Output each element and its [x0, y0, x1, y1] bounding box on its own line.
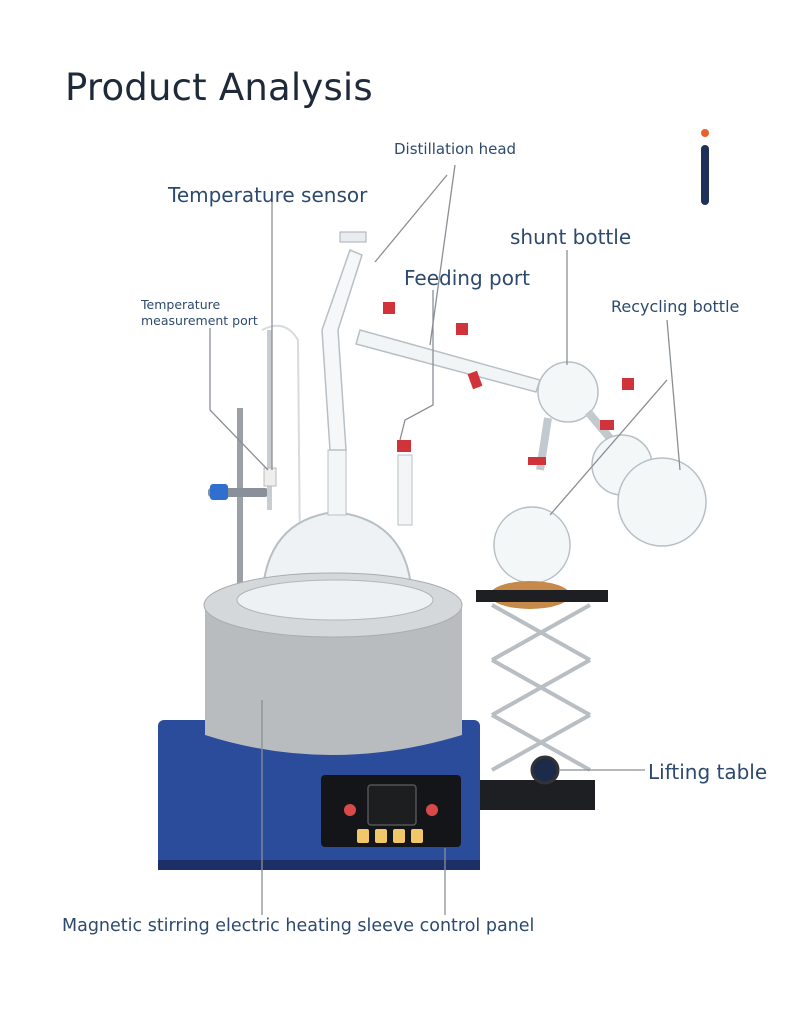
label-distillation-head: Distillation head — [394, 140, 517, 158]
lifting-table — [476, 590, 608, 810]
label-shunt-bottle: shunt bottle — [510, 225, 632, 249]
label-feeding-port: Feeding port — [404, 266, 530, 290]
support-stand — [208, 408, 268, 588]
condenser — [355, 329, 541, 393]
control-panel — [321, 775, 461, 847]
temperature-sensor-probe — [267, 330, 272, 510]
display-screen — [367, 784, 417, 826]
distillation-head — [321, 249, 363, 451]
receiving-flask — [493, 506, 571, 584]
label-control-panel: Magnetic stirring electric heating sleev… — [62, 916, 535, 936]
label-recycling-bottle: Recycling bottle — [611, 297, 740, 316]
heating-mantle — [205, 605, 462, 755]
shunt-bottle — [537, 361, 599, 423]
label-line: Temperature — [141, 297, 221, 312]
leader-lines — [209, 164, 681, 915]
recycling-bottle — [617, 457, 707, 547]
brand-logo-icon — [701, 129, 709, 205]
label-lifting-table: Lifting table — [648, 760, 768, 784]
left-knob — [344, 804, 356, 816]
right-knob — [426, 804, 438, 816]
page-title: Product Analysis — [65, 66, 373, 109]
feeding-port-cap — [397, 440, 411, 452]
label-temperature-sensor: Temperature sensor — [168, 183, 368, 207]
label-temperature-measurement-port: Temperature measurement port — [141, 297, 258, 329]
label-line: measurement port — [141, 313, 258, 328]
